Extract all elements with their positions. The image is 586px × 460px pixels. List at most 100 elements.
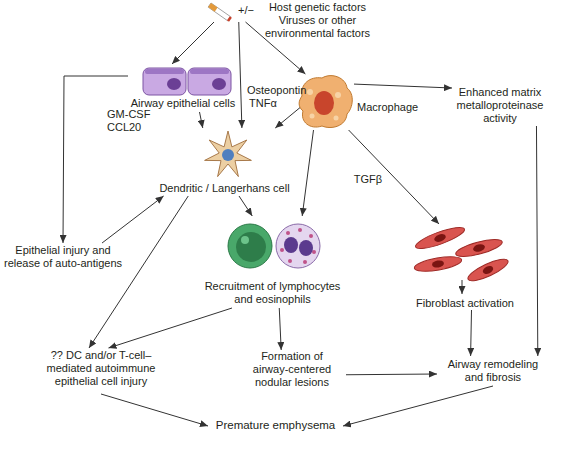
flow-arrow — [349, 130, 439, 224]
cilia-band — [145, 69, 184, 74]
nucleus-lobe — [299, 240, 313, 256]
eosinophil-cell — [276, 224, 320, 268]
node-text: Formation of airway-centered nodular les… — [242, 350, 342, 389]
process-text: ?? DC and/or T-cell–mediated autoimmune … — [26, 348, 176, 394]
cell-node: Fibroblast activation — [400, 224, 530, 310]
lymphocyte-cell — [228, 224, 272, 268]
activation-arrow — [462, 280, 463, 294]
nucleus-lobe — [284, 237, 298, 253]
cell-nucleus — [212, 78, 226, 90]
edge-label: TGFβ — [354, 173, 382, 186]
cigarette-ember — [227, 16, 232, 22]
granule — [303, 260, 307, 264]
node-text: ?? DC and/or T-cell–mediated autoimmune … — [29, 349, 173, 388]
cell-nucleus — [222, 149, 234, 161]
fibroblast — [466, 255, 511, 284]
fibroblast-body — [454, 236, 503, 260]
epithelial-cell — [143, 68, 186, 95]
cell-nucleus — [314, 91, 334, 115]
granule — [280, 248, 284, 252]
flow-arrow — [239, 22, 242, 128]
node-text: Epithelial injury and release of auto-an… — [0, 244, 128, 270]
flow-arrow — [63, 76, 128, 243]
trigger-node: +/−Host genetic factors Viruses or other… — [205, 0, 250, 22]
vacuole — [335, 92, 341, 98]
node-text: Macrophage — [357, 101, 437, 114]
granule — [286, 231, 290, 235]
flow-arrow — [102, 196, 164, 243]
fibroblast-body — [466, 255, 511, 284]
node-text: Enhanced matrix metalloproteinase activi… — [452, 86, 548, 125]
flow-arrow — [354, 84, 452, 88]
process-text: Epithelial injury and release of auto-an… — [2, 243, 124, 271]
cigarette-filter — [208, 3, 217, 12]
fibroblast — [454, 236, 503, 260]
cilia-band — [190, 69, 229, 74]
flow-arrow — [109, 308, 233, 348]
node-text: Fibroblast activation — [400, 297, 530, 310]
mediator-label: TNFα — [249, 97, 277, 110]
fibroblast — [414, 223, 467, 252]
cell-nucleus — [236, 232, 266, 262]
cell-nucleus — [167, 78, 181, 90]
epithelial-cell — [188, 68, 231, 95]
process-text: Formation of airway-centered nodular les… — [238, 350, 346, 395]
flow-arrow — [346, 374, 437, 376]
mediator-label: Osteopontin — [247, 84, 306, 97]
epithelial-cells — [143, 68, 231, 95]
cell-nucleus — [433, 233, 447, 244]
granule — [288, 259, 292, 263]
outcome-text: Premature emphysema — [208, 417, 343, 435]
cell-nucleus — [472, 243, 485, 253]
mediator-label: CCL20 — [107, 121, 141, 134]
macrophage-body — [299, 76, 352, 128]
cell-nucleus — [431, 260, 444, 269]
node-text: +/− — [238, 4, 258, 17]
node-text: Recruitment of lymphocytes and eosinophi… — [197, 280, 348, 306]
vacuole — [307, 89, 313, 95]
node-text: Host genetic factors Viruses or other en… — [255, 1, 380, 40]
cigarette-icon — [208, 3, 232, 22]
flow-arrow — [101, 394, 208, 426]
cell-node: Recruitment of lymphocytes and eosinophi… — [205, 216, 340, 308]
mediator-label: GM-CSF — [107, 108, 150, 121]
cell-node: Macrophage — [300, 74, 354, 130]
flow-arrow — [275, 108, 300, 128]
eosinophil-body — [276, 224, 320, 268]
node-text: Airway remodeling and fibrosis — [443, 358, 543, 384]
cigarette-body — [208, 3, 231, 21]
flow-arrow — [343, 386, 493, 426]
process-text: Enhanced matrix metalloproteinase activi… — [452, 86, 548, 126]
lymphocyte-body — [228, 224, 272, 268]
node-text: Premature emphysema — [208, 419, 343, 432]
fibroblast — [413, 254, 462, 274]
cell-node: Dendritic / Langerhans cell — [152, 128, 297, 196]
fibroblast-body — [414, 223, 467, 252]
flow-arrow — [536, 126, 537, 356]
fibroblast-cells — [413, 223, 510, 294]
dendritic-body — [205, 131, 252, 177]
flow-arrow — [279, 308, 281, 350]
flow-arrow — [470, 310, 472, 356]
fibroblast-body — [413, 254, 462, 274]
granule — [298, 228, 302, 232]
node-text: Dendritic / Langerhans cell — [142, 182, 307, 195]
vacuole — [334, 116, 339, 121]
cell-nucleus — [482, 265, 495, 276]
granule — [309, 234, 313, 238]
flow-arrow — [89, 196, 188, 348]
cell-node: Airway epithelial cells — [128, 64, 238, 112]
macrophage-cell — [299, 76, 352, 128]
flow-arrow — [239, 196, 252, 216]
flow-arrow — [302, 130, 313, 216]
dendritic-cell — [205, 131, 252, 177]
process-text: Airway remodeling and fibrosis — [437, 356, 549, 386]
flow-arrow — [172, 22, 214, 64]
cell-highlight — [241, 236, 249, 244]
flow-arrow — [200, 112, 203, 128]
vacuole — [310, 114, 315, 119]
